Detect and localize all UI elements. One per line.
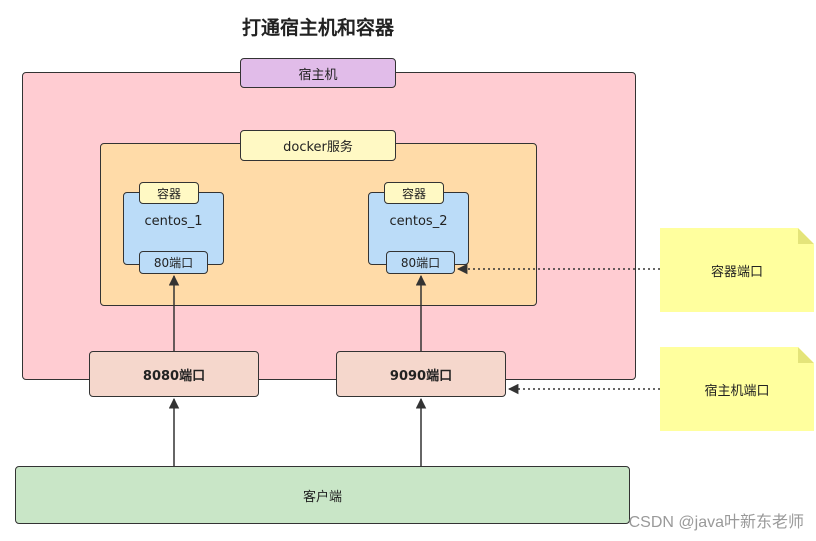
- watermark: CSDN @java叶新东老师: [628, 514, 804, 531]
- note-text: 宿主机端口: [704, 383, 770, 399]
- host-port-8080: 8080端口: [89, 351, 259, 397]
- note-host-port: 宿主机端口: [660, 347, 814, 431]
- container-port-2: 80端口: [386, 251, 455, 274]
- container-tag-2: 容器: [384, 182, 444, 204]
- diagram-title: 打通宿主机和容器: [241, 16, 394, 39]
- container-name: centos_1: [144, 214, 203, 229]
- host-machine-label: 宿主机: [240, 58, 396, 88]
- note-container-port: 容器端口: [660, 228, 814, 312]
- container-name: centos_2: [389, 214, 448, 229]
- container-tag-1: 容器: [139, 182, 199, 204]
- note-text: 容器端口: [710, 264, 763, 280]
- client-box: 客户端: [15, 466, 630, 524]
- docker-service-label: docker服务: [240, 130, 396, 161]
- host-port-9090: 9090端口: [336, 351, 506, 397]
- container-port-1: 80端口: [139, 251, 208, 274]
